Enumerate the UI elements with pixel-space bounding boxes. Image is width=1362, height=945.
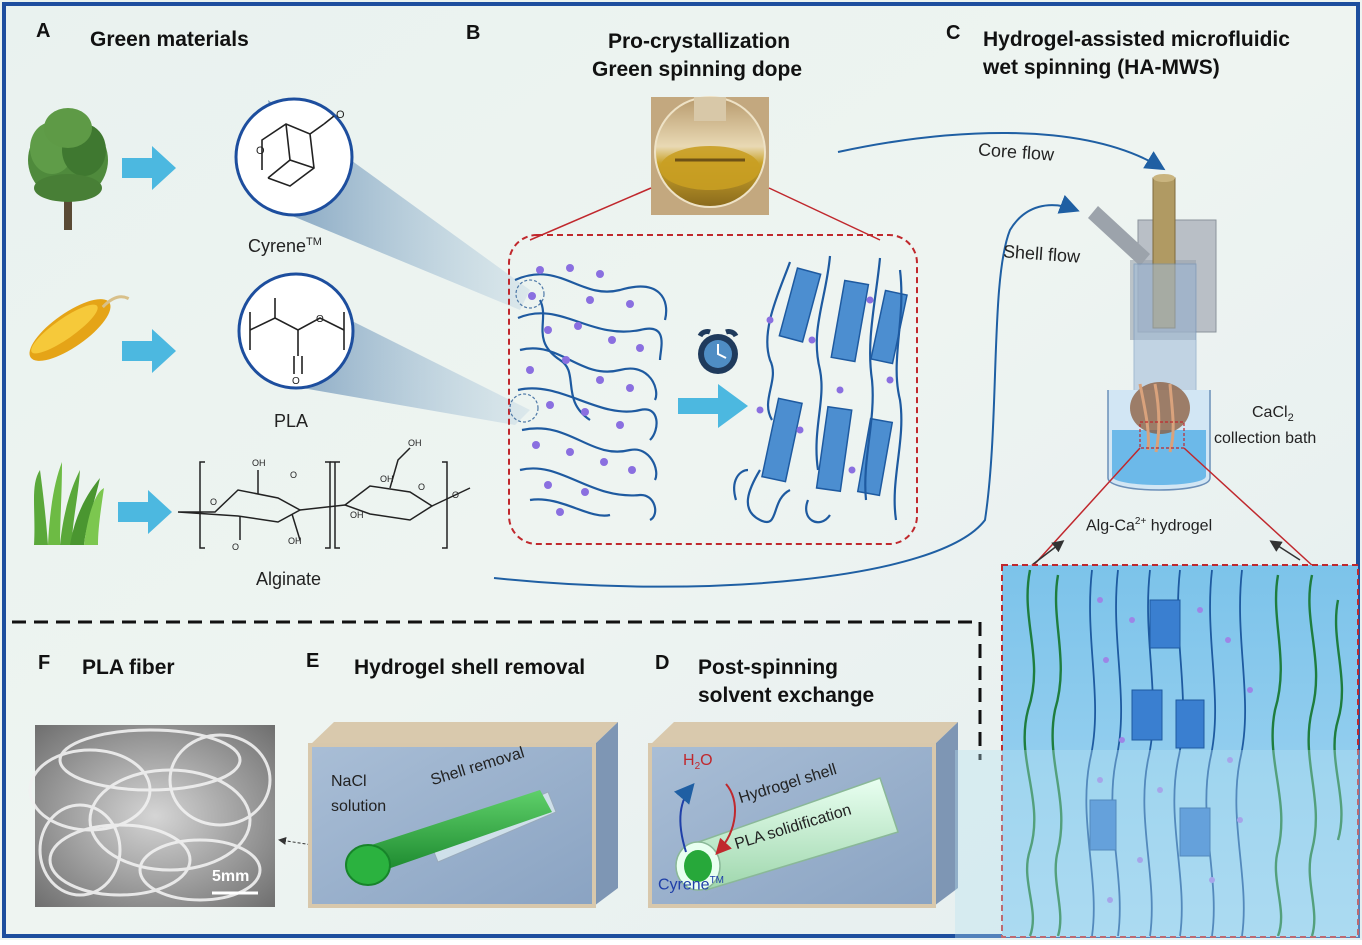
panel-e-title: Hydrogel shell removal: [354, 656, 586, 679]
arrow-icon: [122, 146, 176, 190]
nacl-label-line1: NaCl: [331, 773, 367, 790]
panel-f-title: PLA fiber: [82, 656, 175, 679]
alarm-clock-icon: [697, 329, 739, 374]
corn-icon: [29, 295, 130, 361]
solvent-dots: [526, 264, 644, 516]
cyrene-label: CyreneTM: [248, 236, 322, 256]
panel-b-letter: B: [466, 22, 481, 44]
grass-icon: [34, 462, 104, 545]
overlay: [955, 750, 1360, 938]
nacl-label-line2: solution: [331, 798, 387, 815]
svg-text:O: O: [418, 482, 425, 492]
alginate-structure: [177, 447, 471, 549]
crystal-blocks: [1089, 599, 1211, 857]
water-label: H2O: [683, 752, 713, 773]
svg-text:OH: OH: [252, 458, 266, 468]
panel-a-title: Green materials: [90, 28, 249, 51]
solvent-dots-right: [756, 296, 894, 474]
svg-text:O: O: [210, 497, 217, 507]
alginate-chains: [1023, 569, 1344, 937]
svg-text:OH: OH: [350, 510, 364, 520]
pla-structure-circle: O O: [237, 272, 355, 390]
panel-d-title-line1: Post-spinning: [698, 656, 838, 679]
panel-f-letter: F: [38, 652, 51, 674]
panel-d-letter: D: [655, 652, 670, 674]
material-arrows: [118, 146, 176, 534]
alginate-atom-labels: OH O O O OH OH OH OH O O: [210, 438, 459, 552]
pla-chains-in-hydrogel: [1085, 569, 1247, 937]
panel-a-letter: A: [36, 20, 51, 42]
alginate-label: Alginate: [256, 569, 322, 589]
bath-label-line1: CaCl2: [1252, 404, 1294, 425]
svg-text:O: O: [336, 109, 345, 121]
hydrogel-zoom-panel: [1001, 564, 1359, 938]
core-flow-arrow: [837, 131, 1166, 171]
svg-text:O: O: [290, 470, 297, 480]
svg-text:O: O: [256, 145, 265, 157]
shell-flow-arrow: [493, 194, 1080, 588]
bottom-panels-divider: [12, 620, 982, 760]
pla-fiber-photo: [28, 725, 275, 907]
solvent-exchange-box: [648, 722, 958, 908]
dots: [1097, 597, 1253, 903]
cyrene-structure-circle: O O: [234, 97, 354, 217]
hydrogel-label: Alg-Ca2+ hydrogel: [1086, 516, 1213, 535]
shell-removal-box: [308, 722, 618, 908]
bath-label-line2: collection bath: [1214, 430, 1317, 447]
arrow-icon: [678, 384, 748, 428]
panel-e-letter: E: [306, 650, 320, 672]
panel-b-title-line2: Green spinning dope: [592, 58, 803, 81]
svg-text:O: O: [316, 314, 324, 325]
arrow-icon: [118, 490, 172, 534]
panel-b-title-line1: Pro-crystallization: [608, 30, 791, 53]
dope-flask-photo: [651, 96, 769, 215]
arrow-icon: [122, 329, 176, 373]
svg-text:O: O: [292, 376, 300, 387]
svg-text:OH: OH: [380, 474, 394, 484]
panel-c-title-line2: wet spinning (HA-MWS): [983, 56, 1220, 79]
zoom-line: [768, 187, 881, 241]
zoom-line: [529, 187, 652, 241]
tree-icon: [28, 108, 108, 230]
svg-text:OH: OH: [408, 438, 422, 448]
svg-text:O: O: [452, 490, 459, 500]
crystal-tie-chains: [733, 255, 903, 524]
cyrene-exchange-label: CyreneTM: [658, 875, 725, 894]
svg-text:OH: OH: [288, 536, 302, 546]
scale-bar-label: 5mm: [212, 868, 250, 885]
panel-d-title-line2: solvent exchange: [698, 684, 875, 707]
panel-c-title-line1: Hydrogel-assisted microfluidic: [983, 28, 1290, 51]
panel-c-letter: C: [946, 22, 961, 44]
amorphous-chains: [514, 273, 668, 521]
microfluidic-device: [1088, 174, 1217, 491]
dope-zoom-box: [508, 234, 918, 545]
pla-label: PLA: [274, 411, 309, 431]
svg-text:O: O: [232, 542, 239, 552]
